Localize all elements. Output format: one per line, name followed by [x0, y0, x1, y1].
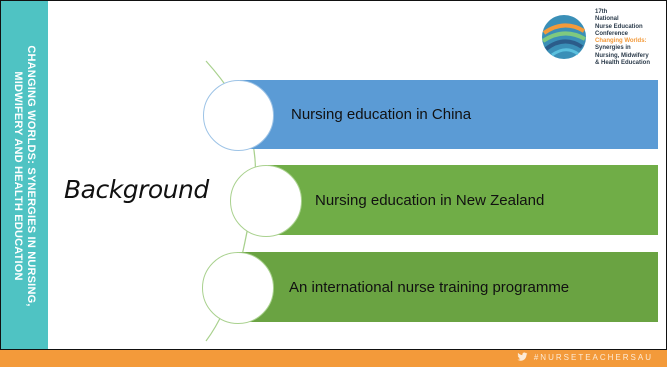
- bullet-circle: [203, 80, 274, 151]
- list-item-label: Nursing education in New Zealand: [315, 191, 545, 209]
- conference-logo: 17th National Nurse Education Conference…: [538, 5, 664, 67]
- logo-line: Nursing, Midwifery: [595, 52, 649, 59]
- logo-line: Conference: [595, 30, 629, 37]
- logo-line: Nurse Education: [595, 23, 643, 30]
- logo-line: 17th: [595, 9, 608, 15]
- list-item-new-zealand: Nursing education in New Zealand: [268, 165, 658, 235]
- hashtag-text: #NURSETEACHERSAU: [533, 352, 653, 362]
- sidebar-banner: CHANGING WORLDS: SYNERGIES IN NURSING, M…: [1, 1, 48, 349]
- globe-icon: [541, 15, 586, 59]
- list-item-training-programme: An international nurse training programm…: [237, 252, 658, 322]
- logo-line: Synergies in: [595, 45, 631, 52]
- logo-line: National: [595, 16, 619, 23]
- list-item-label: An international nurse training programm…: [289, 278, 570, 296]
- list-item-china: Nursing education in China: [240, 80, 658, 149]
- bullet-circle: [202, 252, 274, 324]
- twitter-icon: [517, 352, 528, 361]
- footer-hashtag: #NURSETEACHERSAU: [517, 352, 653, 362]
- bullet-circle: [230, 165, 302, 237]
- logo-line: & Health Education: [595, 60, 651, 67]
- section-title: Background: [64, 175, 209, 204]
- slide: CHANGING WORLDS: SYNERGIES IN NURSING, M…: [0, 0, 667, 350]
- list-item-label: Nursing education in China: [291, 106, 472, 123]
- logo-text: 17th National Nurse Education Conference…: [595, 9, 650, 67]
- logo-line: Changing Worlds:: [595, 38, 647, 45]
- footer-bar: #NURSETEACHERSAU: [0, 350, 667, 367]
